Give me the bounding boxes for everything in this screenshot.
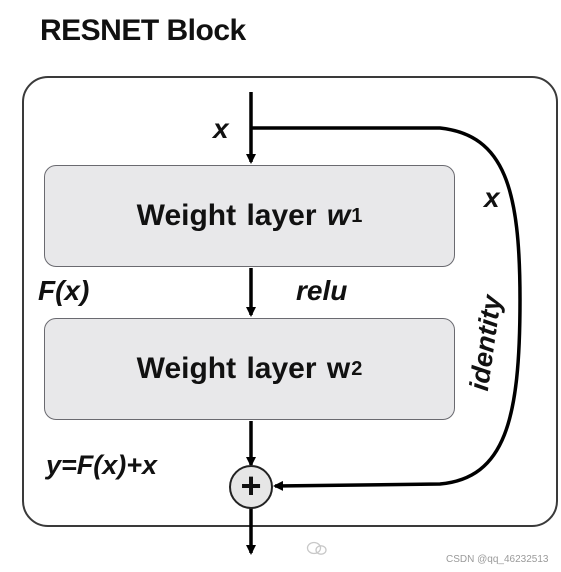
- weight-layer-2-sub: 2: [351, 357, 363, 380]
- weight-layer-1-prefix: Weight layer: [136, 199, 327, 232]
- watermark-text: CSDN @qq_46232513: [446, 554, 549, 565]
- sum-node: [229, 465, 273, 509]
- identity-skip-path: [251, 126, 522, 491]
- weight-layer-2-prefix: Weight layer: [136, 352, 327, 385]
- output-equation-label: y=F(x)+x: [46, 450, 158, 480]
- identity-x-label: x: [484, 182, 500, 213]
- weight-layer-1-var: w: [326, 199, 351, 232]
- sum-symbol: +: [240, 465, 262, 507]
- weight-layer-2-var: w: [326, 352, 351, 385]
- resnet-block-frame: [22, 76, 558, 527]
- relu-label: relu: [296, 275, 348, 306]
- input-x-label: x: [213, 113, 229, 144]
- fx-label: F(x): [38, 275, 90, 306]
- diagram-title: RESNET Block: [40, 14, 246, 47]
- watermark-logo-icon: [306, 541, 327, 555]
- weight-layer-1-sub: 1: [351, 204, 363, 227]
